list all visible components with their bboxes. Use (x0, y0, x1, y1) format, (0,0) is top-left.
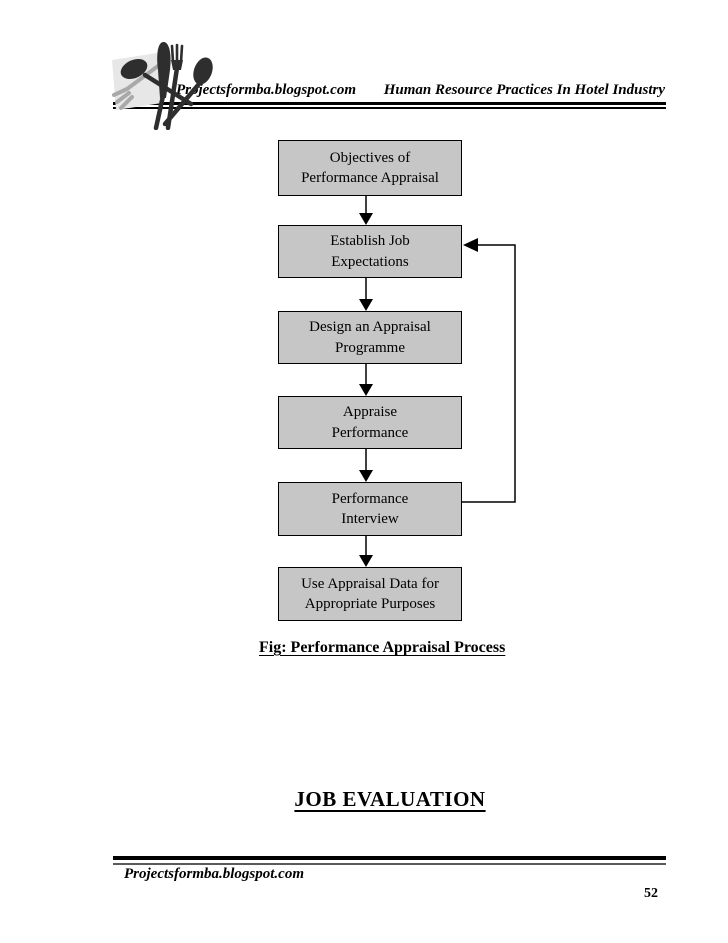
page-number: 52 (644, 886, 658, 901)
pale-fork (112, 64, 160, 110)
footer-rule-thick (113, 856, 666, 860)
flow-box-use-data: Use Appraisal Data for Appropriate Purpo… (278, 567, 462, 621)
flow-box-appraise: Appraise Performance (278, 396, 462, 449)
feedback-arrow (462, 238, 516, 503)
header-rule-thin (113, 107, 666, 109)
flow-box-objectives: Objectives of Performance Appraisal (278, 140, 462, 196)
spoon-right (162, 57, 213, 127)
flow-arrow-1 (359, 196, 373, 225)
cutlery-logo (112, 41, 213, 130)
knife (153, 41, 171, 130)
header-doc-title: Human Resource Practices In Hotel Indust… (383, 82, 665, 98)
flow-box-interview: Performance Interview (278, 482, 462, 536)
figure-caption: Fig: Performance Appraisal Process (259, 639, 506, 656)
flow-arrow-3 (359, 364, 373, 396)
flow-arrow-4 (359, 449, 373, 482)
footer-site-name: Projectsformba.blogspot.com (124, 866, 304, 882)
flow-box-design: Design an Appraisal Programme (278, 311, 462, 364)
flow-box-expectations: Establish Job Expectations (278, 225, 462, 278)
header-site-name: Projectsformba.blogspot.com (176, 82, 356, 98)
section-title: JOB EVALUATION (294, 787, 486, 811)
flow-arrow-5 (359, 536, 373, 567)
flow-arrow-2 (359, 278, 373, 311)
header-rule-thick (113, 102, 666, 105)
footer-rule-thin (113, 863, 666, 865)
